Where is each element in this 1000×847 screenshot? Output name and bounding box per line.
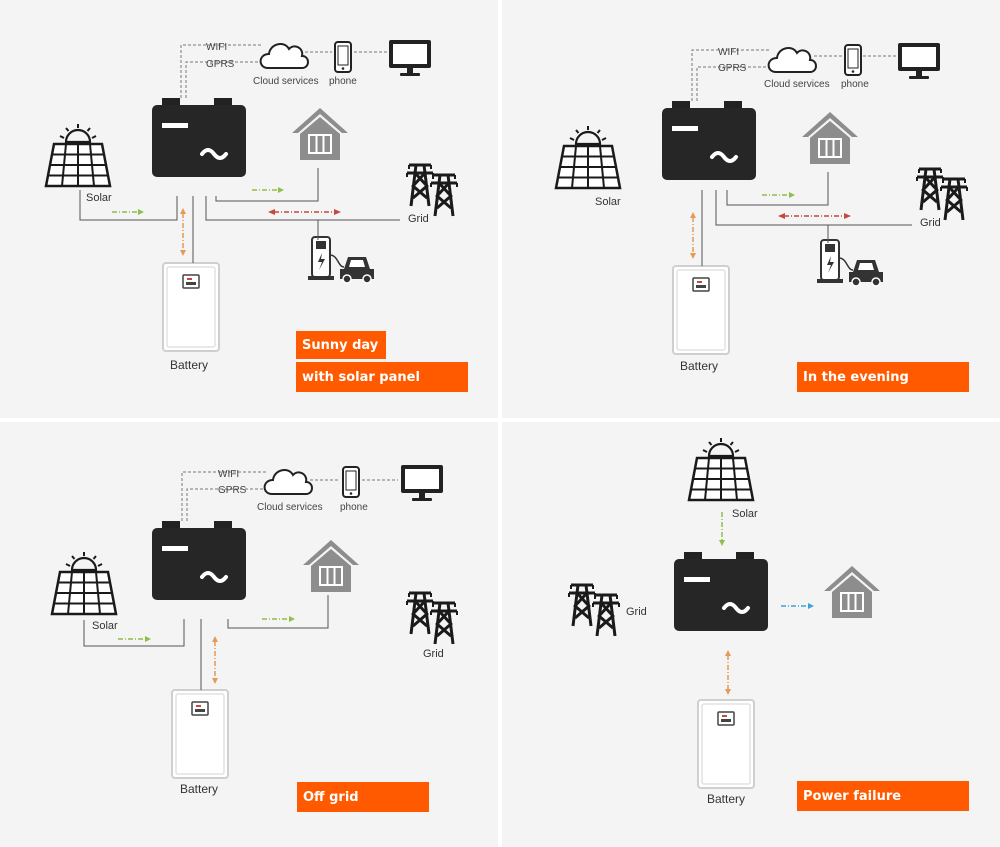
badge-in-the-evening: In the evening	[797, 362, 969, 392]
inverter-icon	[150, 96, 248, 179]
inverter-icon	[150, 519, 248, 602]
battery-icon	[162, 262, 220, 352]
phone-icon	[844, 44, 862, 76]
battery-label: Battery	[707, 792, 745, 806]
battery-icon	[171, 689, 229, 779]
cloud-label: Cloud services	[764, 79, 830, 90]
badge-power-failure: Power failure	[797, 781, 969, 811]
phone-label: phone	[329, 76, 357, 87]
inverter-icon	[672, 550, 770, 633]
solar-label: Solar	[92, 620, 118, 632]
grid-label: Grid	[423, 648, 444, 660]
solar-label: Solar	[732, 508, 758, 520]
cloud-label: Cloud services	[257, 502, 323, 513]
battery-label: Battery	[680, 359, 718, 373]
cloud-label: Cloud services	[253, 76, 319, 87]
battery-label: Battery	[170, 358, 208, 372]
inverter-icon	[660, 99, 758, 182]
grid-label: Grid	[408, 213, 429, 225]
panel-sunny-day: WIFI GPRS Cloud services phone Solar Gri…	[44, 40, 457, 372]
phone-label: phone	[340, 502, 368, 513]
gprs-label: GPRS	[218, 485, 247, 496]
wifi-label: WIFI	[206, 42, 227, 53]
badge-sunny-day: Sunny day	[296, 331, 386, 359]
battery-icon	[697, 699, 755, 789]
battery-label: Battery	[180, 782, 218, 796]
panel-off-grid: WIFI GPRS Cloud services phone Solar Gri…	[50, 465, 457, 796]
gprs-label: GPRS	[718, 63, 747, 74]
badge-off-grid: Off grid	[297, 782, 429, 812]
battery-icon	[672, 265, 730, 355]
wifi-label: WIFI	[218, 469, 239, 480]
badge-with-solar-panel: with solar panel	[296, 362, 468, 392]
gprs-label: GPRS	[206, 59, 235, 70]
wifi-label: WIFI	[718, 47, 739, 58]
solar-label: Solar	[595, 196, 621, 208]
solar-label: Solar	[86, 192, 112, 204]
grid-label: Grid	[626, 606, 647, 618]
grid-label: Grid	[920, 217, 941, 229]
panel-1-bg	[0, 0, 498, 418]
panel-evening: WIFI GPRS Cloud services phone Solar Gri…	[554, 43, 967, 373]
phone-label: phone	[841, 79, 869, 90]
phone-icon	[334, 41, 352, 73]
panel-power-failure: Solar Grid Battery	[569, 436, 881, 806]
phone-icon	[342, 466, 360, 498]
